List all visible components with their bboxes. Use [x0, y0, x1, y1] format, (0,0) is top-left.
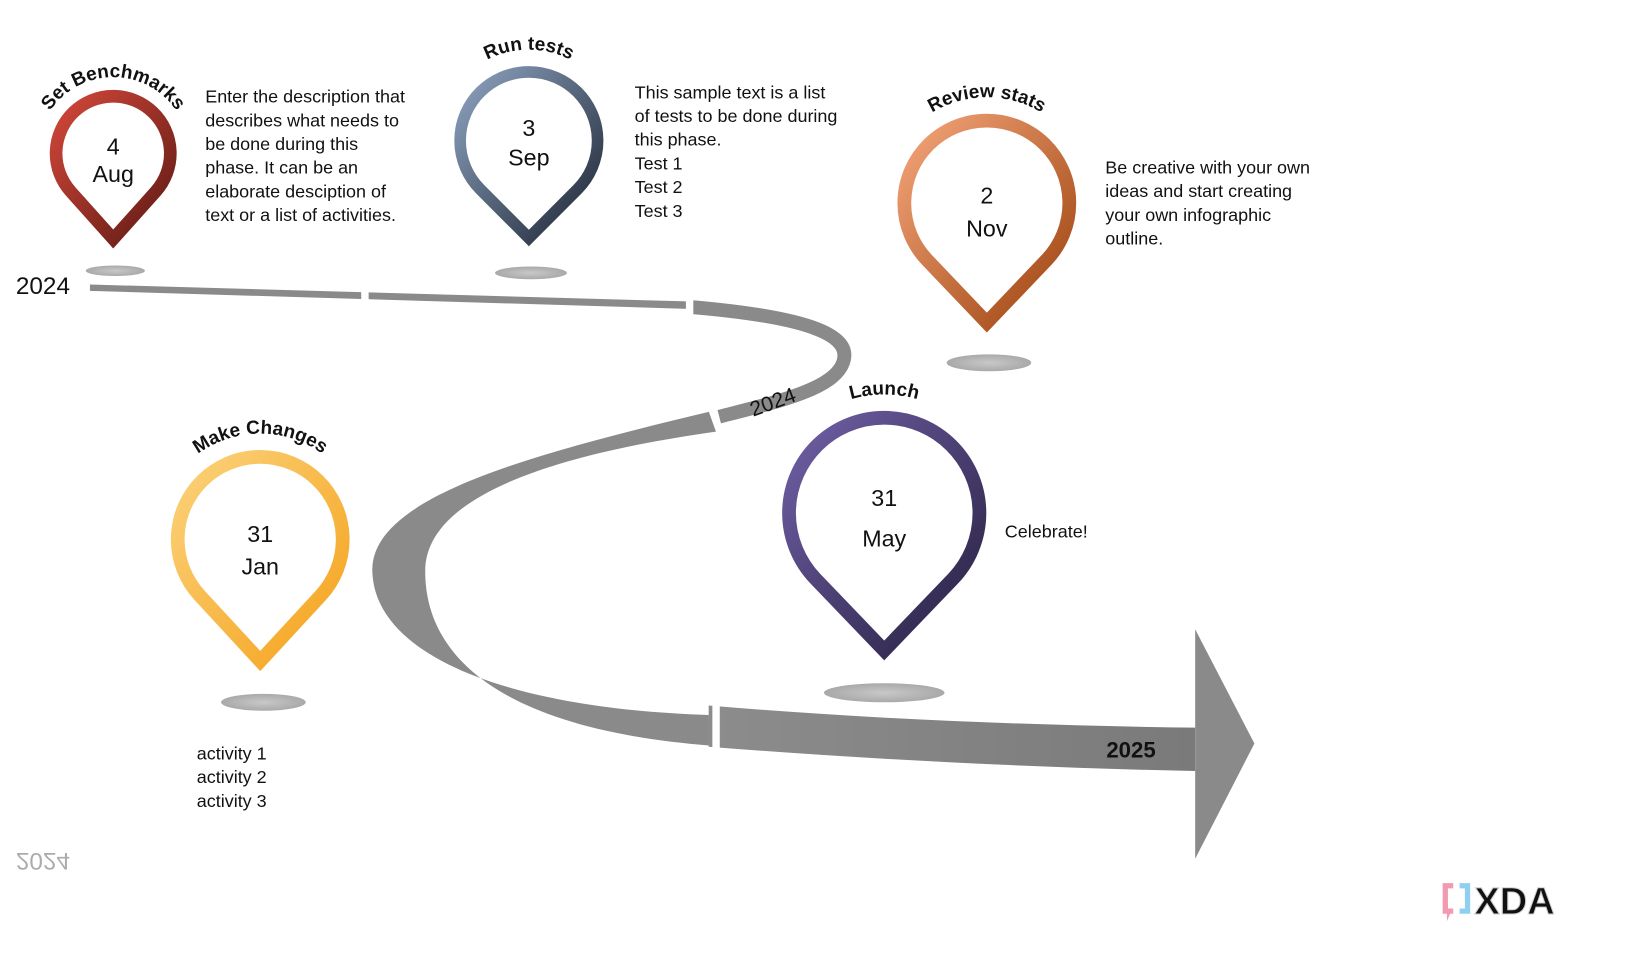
milestone-description-line: your own infographic [1105, 205, 1271, 225]
map-pin-icon [49, 89, 177, 249]
road-segment-band [372, 410, 718, 746]
milestone-title: Run tests [481, 34, 577, 65]
milestone-title: Review stats [924, 81, 1049, 117]
pin-shadow [823, 683, 945, 703]
milestone-title: Launch [847, 378, 921, 404]
milestone-month: Sep [508, 145, 549, 171]
milestone-description-line: activity 3 [197, 791, 267, 811]
xda-logo: XDA [1442, 880, 1555, 923]
milestone-title-text: Review stats [924, 81, 1049, 117]
milestone-day: 4 [107, 133, 120, 159]
milestone-description-line: Test 3 [635, 201, 683, 221]
milestone-description-line: describes what needs to [205, 110, 399, 130]
milestone-day: 31 [247, 521, 273, 547]
pin-shadow [946, 354, 1032, 372]
map-pin-icon [170, 450, 350, 672]
milestone-month: Jan [241, 554, 279, 580]
milestone-description-line: elaborate desciption of [205, 181, 387, 201]
pin-shadow [85, 265, 145, 277]
pin-shadow [221, 693, 306, 711]
milestone-description-line: Enter the description that [205, 87, 405, 107]
milestone-title-text: Run tests [481, 34, 577, 65]
logo-text: XDA [1474, 881, 1554, 923]
milestone-description-line: of tests to be done during [635, 106, 838, 126]
mid-year-label: 2024 [747, 384, 799, 422]
milestone-description-line: this phase. [635, 130, 722, 150]
milestone-title-text: Launch [847, 378, 921, 404]
milestone-month: Nov [966, 215, 1008, 241]
end-year-label: 2025 [1106, 737, 1155, 762]
milestone-description-line: activity 2 [197, 767, 267, 787]
milestone-day: 2 [980, 182, 993, 208]
milestone-description-line: text or a list of activities. [205, 205, 396, 225]
milestone-description-line: Celebrate! [1005, 521, 1088, 541]
start-year-label: 2024 [16, 273, 70, 300]
milestone-description-line: Be creative with your own [1105, 157, 1310, 177]
map-pin-icon [454, 66, 604, 247]
milestone-day: 31 [871, 485, 897, 511]
start-year-reflection: 2024 [16, 847, 70, 874]
milestone-description-line: activity 1 [197, 743, 267, 763]
milestone-day: 3 [522, 115, 535, 141]
milestone-description-line: outline. [1105, 229, 1163, 249]
milestone-description-line: ideas and start creating [1105, 181, 1292, 201]
milestone-description-line: phase. It can be an [205, 158, 358, 178]
map-pin-icon [897, 113, 1077, 333]
road-segment-curve [686, 299, 852, 424]
milestone-description-line: be done during this [205, 134, 358, 154]
road-segment-final [708, 705, 1196, 772]
timeline-road [89, 277, 1255, 859]
milestone-description-line: Test 1 [635, 153, 683, 173]
road-segment-1 [89, 284, 688, 309]
milestone-month: May [862, 525, 906, 551]
arrow-head [1195, 629, 1255, 859]
map-pin-icon [782, 410, 987, 661]
milestone-description-line: Test 2 [635, 177, 683, 197]
pin-shadow [495, 266, 567, 280]
milestone-month: Aug [93, 161, 134, 187]
milestone-description-line: This sample text is a list [635, 82, 826, 102]
